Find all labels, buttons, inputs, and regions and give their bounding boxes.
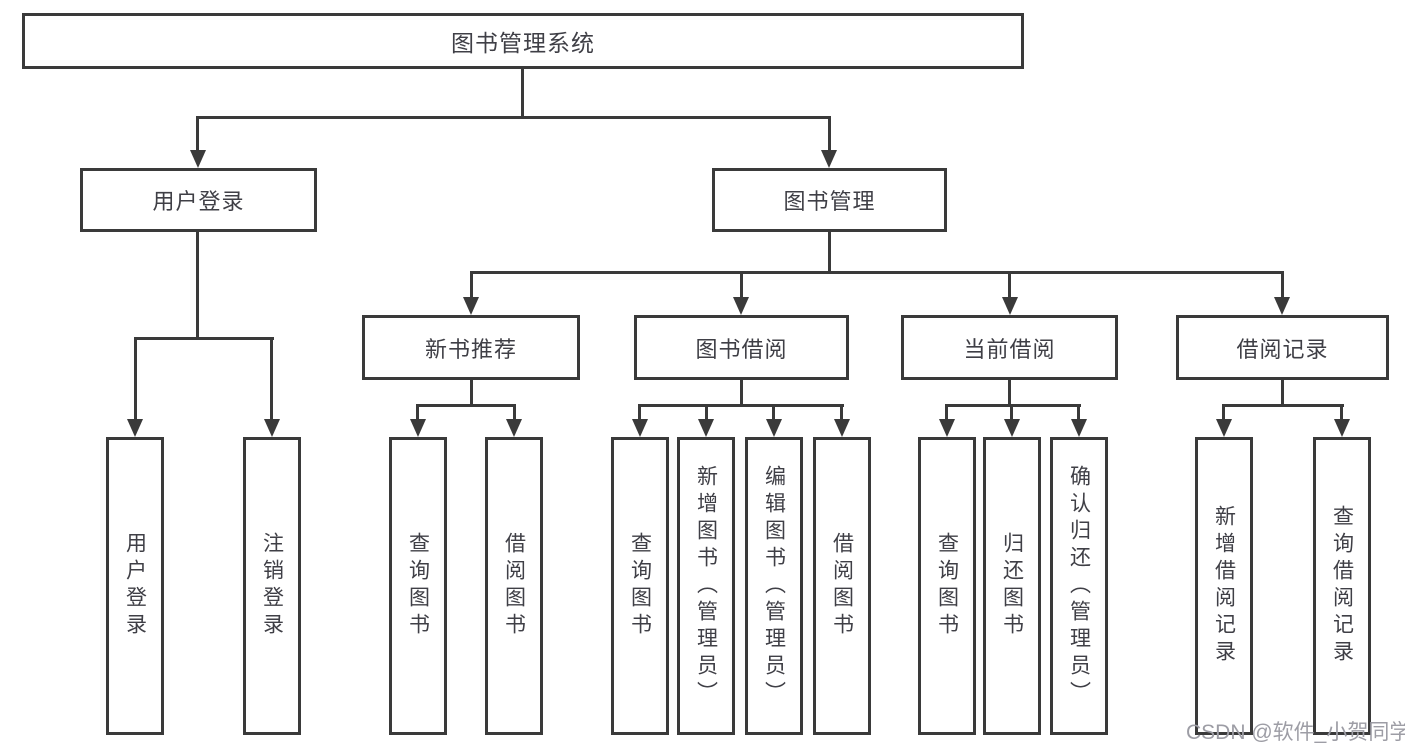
node-label: 新增图书（管理员） [694,464,718,708]
arrowhead-down-icon [939,419,955,437]
connector-line [772,404,775,421]
arrowhead-down-icon [834,419,850,437]
leaf-add-book-admin: 新增图书（管理员） [677,437,735,735]
node-label: 新增借阅记录 [1212,505,1236,667]
connector-line [1340,404,1343,421]
node-book-borrow: 图书借阅 [634,315,849,380]
arrowhead-down-icon [506,419,522,437]
arrowhead-down-icon [127,419,143,437]
connector-line [705,404,708,421]
arrowhead-down-icon [410,419,426,437]
node-label: 借阅图书 [830,532,854,640]
node-label: 注销登录 [260,532,284,640]
connector-line [840,404,843,421]
arrowhead-down-icon [463,297,479,315]
node-label: 新书推荐 [424,336,517,362]
connector-line [1008,271,1011,300]
node-label: 查询图书 [628,532,652,640]
node-label: 借阅图书 [502,532,526,640]
leaf-return-book: 归还图书 [983,437,1041,735]
connector-line [740,271,743,300]
arrowhead-down-icon [821,150,837,168]
leaf-query-book: 查询图书 [611,437,669,735]
node-book-management: 图书管理 [712,168,947,232]
arrowhead-down-icon [1002,297,1018,315]
node-borrow-record: 借阅记录 [1176,315,1389,380]
leaf-query-book-recommend: 查询图书 [389,437,447,735]
node-label: 当前借阅 [963,336,1056,362]
node-user-login: 用户登录 [80,168,317,232]
node-root-system: 图书管理系统 [22,13,1024,69]
connector-line [828,116,831,152]
node-label: 图书管理 [783,189,876,214]
arrowhead-down-icon [1071,419,1087,437]
connector-line [196,231,199,340]
leaf-query-borrow-record: 查询借阅记录 [1313,437,1371,735]
node-label: 查询图书 [935,532,959,640]
arrowhead-down-icon [264,419,280,437]
node-current-borrow: 当前借阅 [901,315,1118,380]
arrowhead-down-icon [632,419,648,437]
node-label: 用户登录 [152,189,245,214]
node-label: 图书管理系统 [451,30,595,56]
arrowhead-down-icon [1216,419,1232,437]
connector-line [513,404,516,421]
arrowhead-down-icon [733,297,749,315]
arrowhead-down-icon [1004,419,1020,437]
leaf-borrow-book: 借阅图书 [813,437,871,735]
connector-line [416,404,419,421]
connector-line [1008,380,1011,407]
node-label: 查询图书 [406,532,430,640]
arrowhead-down-icon [698,419,714,437]
connector-line [945,404,1081,407]
arrowhead-down-icon [1274,297,1290,315]
arrowhead-down-icon [190,150,206,168]
node-label: 编辑图书（管理员） [762,464,786,708]
connector-line [196,116,199,152]
connector-line [1281,380,1284,407]
connector-line [470,380,473,407]
connector-line [416,404,516,407]
connector-line [134,337,274,340]
leaf-logout: 注销登录 [243,437,301,735]
connector-line [638,404,844,407]
connector-line [740,380,743,407]
leaf-user-login: 用户登录 [106,437,164,735]
leaf-confirm-return-admin: 确认归还（管理员） [1050,437,1108,735]
connector-line [828,232,831,274]
leaf-query-current-book: 查询图书 [918,437,976,735]
node-new-book-recommend: 新书推荐 [362,315,580,380]
leaf-edit-book-admin: 编辑图书（管理员） [745,437,803,735]
connector-line [1077,404,1080,421]
leaf-borrow-book-recommend: 借阅图书 [485,437,543,735]
node-label: 查询借阅记录 [1330,505,1354,667]
connector-line [1222,404,1225,421]
leaf-add-borrow-record: 新增借阅记录 [1195,437,1253,735]
connector-line [134,337,137,421]
csdn-watermark: CSDN @软件_小贺同学 [1186,721,1405,744]
node-label: 用户登录 [123,532,147,640]
arrowhead-down-icon [1334,419,1350,437]
connector-line [470,271,1283,274]
connector-line [1010,404,1013,421]
node-label: 借阅记录 [1236,336,1329,362]
node-label: 图书借阅 [695,336,788,362]
connector-line [521,69,524,118]
node-label: 确认归还（管理员） [1067,464,1091,708]
connector-line [1222,404,1344,407]
connector-line [470,271,473,300]
connector-line [1281,271,1284,300]
connector-line [197,116,831,119]
connector-line [270,337,273,421]
connector-line [638,404,641,421]
connector-line [945,404,948,421]
node-label: 归还图书 [1000,532,1024,640]
arrowhead-down-icon [766,419,782,437]
